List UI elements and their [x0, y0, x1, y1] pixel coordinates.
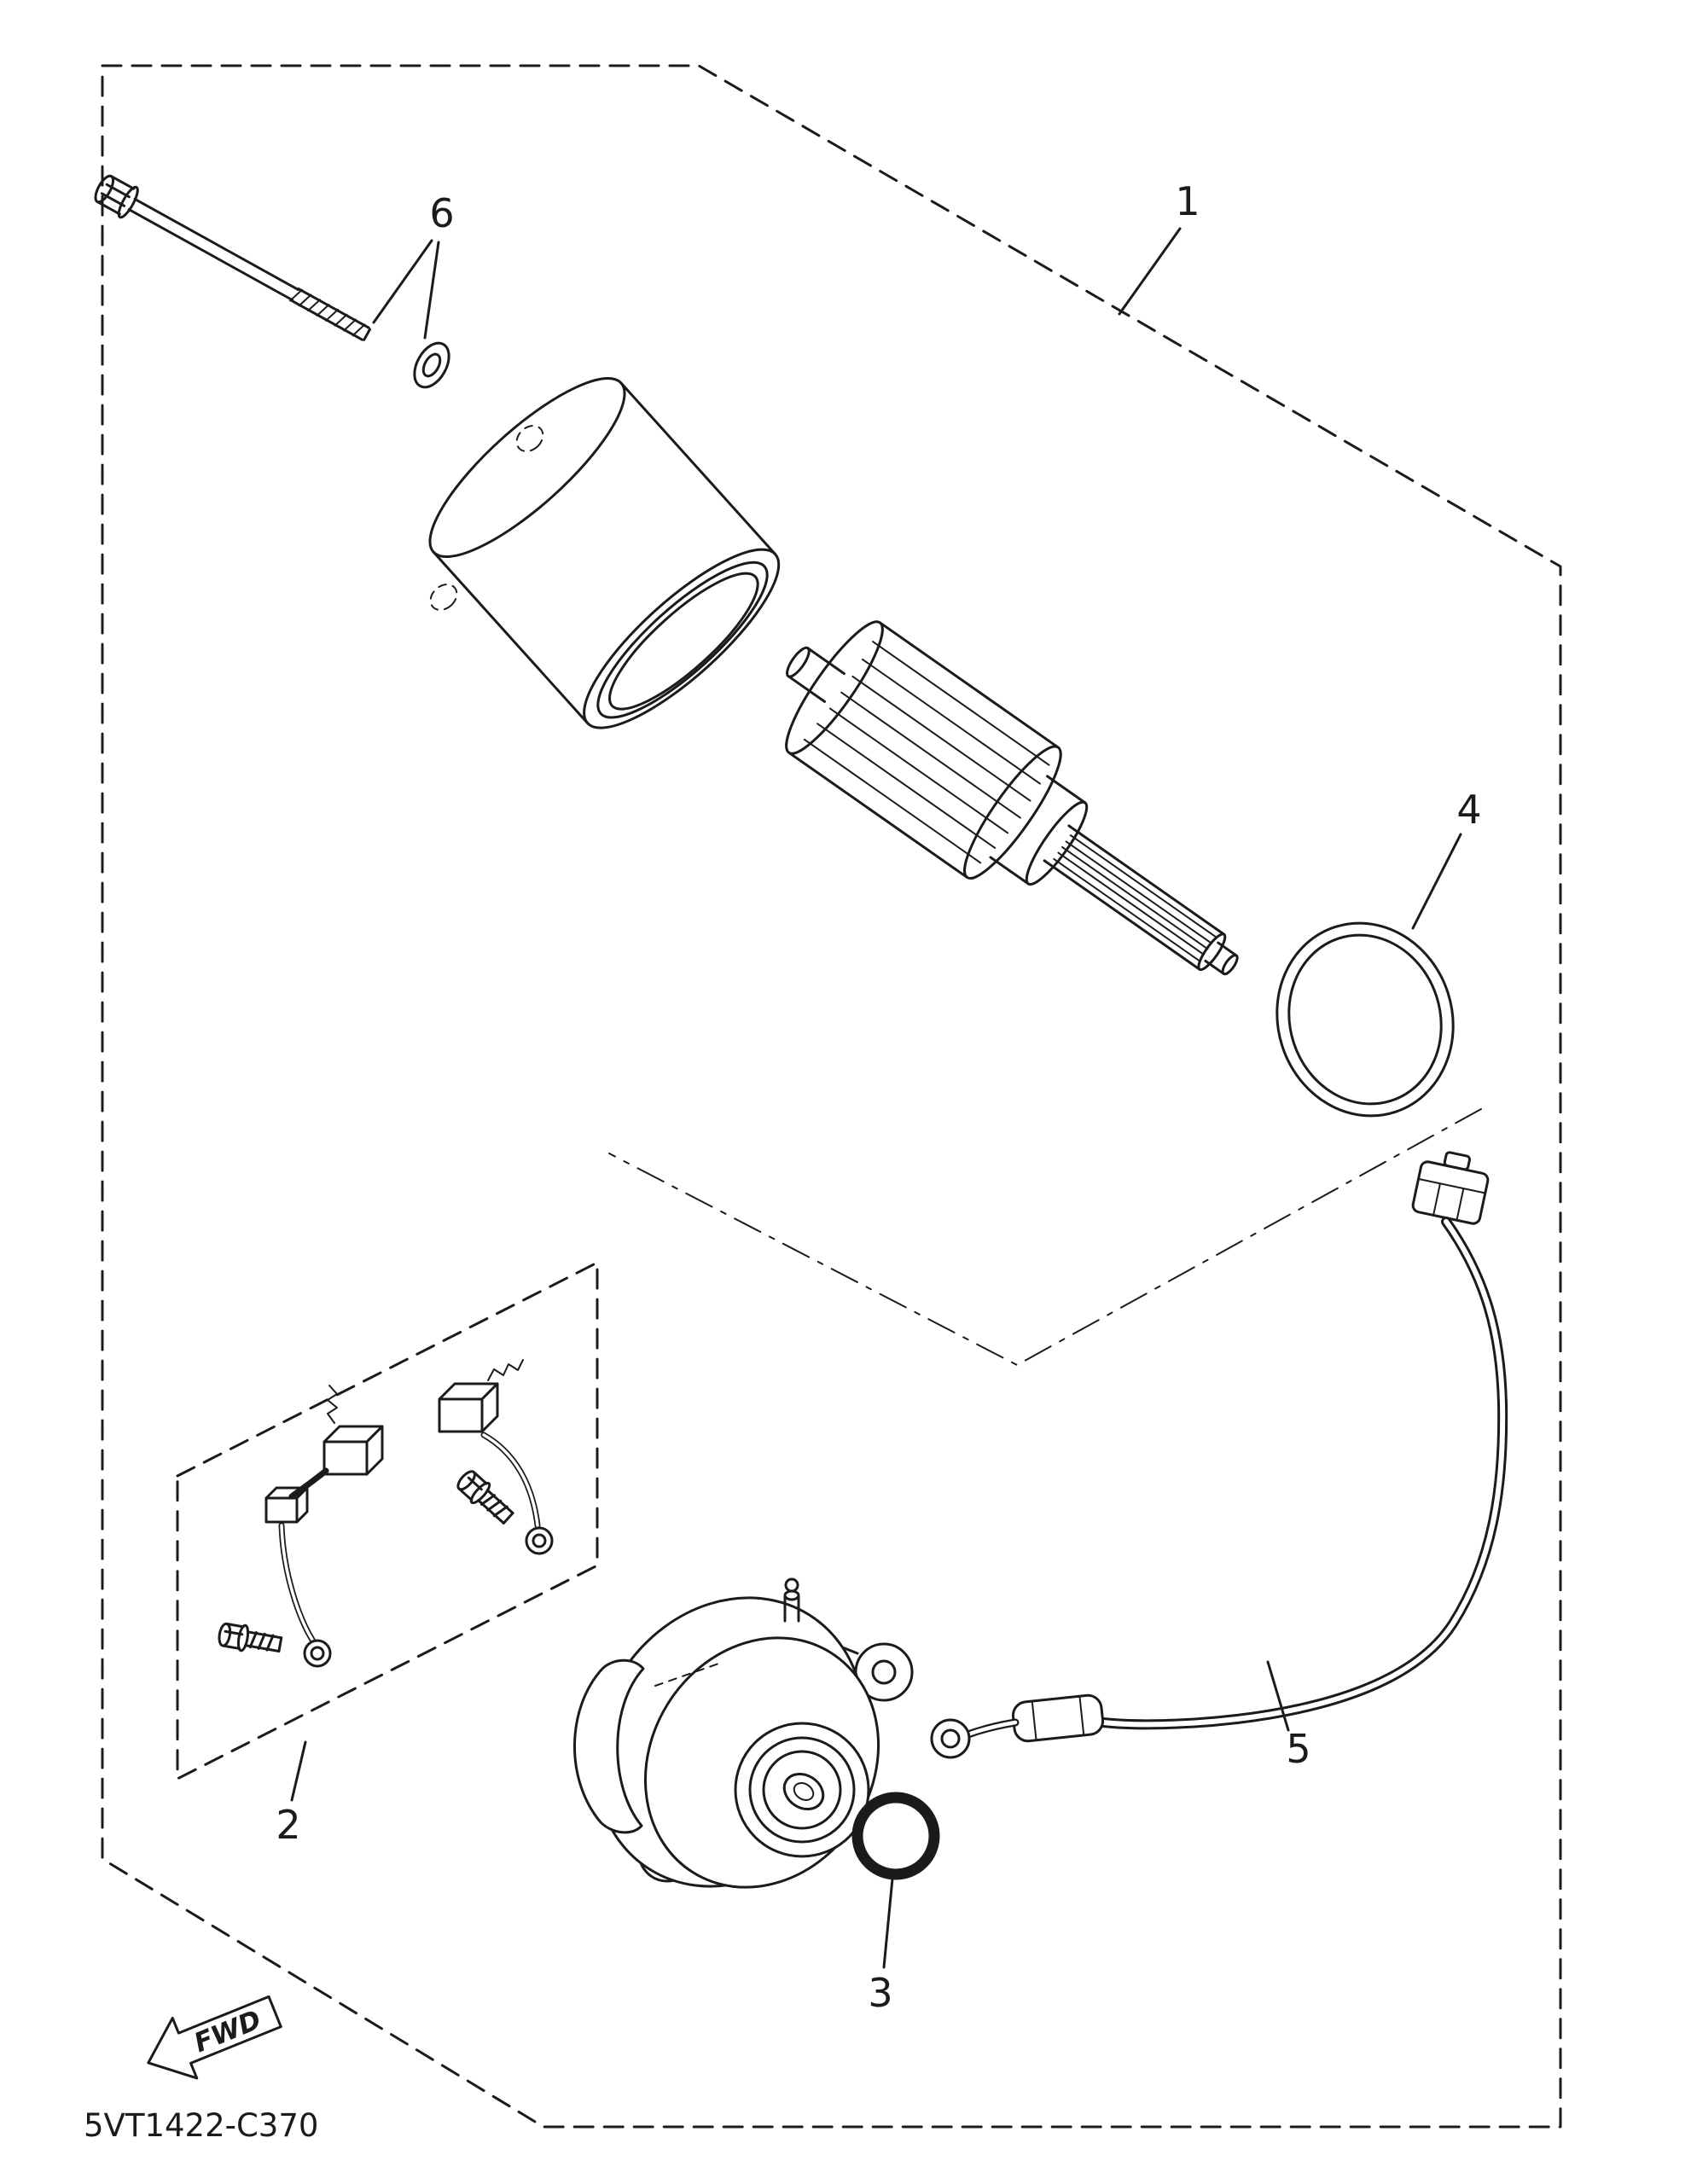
- assembly-boundary: [101, 64, 1562, 2129]
- callout-6: 6: [429, 190, 454, 236]
- drawing-number: 5VT1422-C370: [84, 2107, 318, 2144]
- brush-set-boundary: [176, 1261, 599, 1780]
- callout-2: 2: [276, 1802, 300, 1848]
- connector: [1411, 1151, 1490, 1225]
- brush-set: 2: [176, 1261, 599, 1848]
- lead-wire: [1098, 1217, 1508, 1730]
- callout-3: 3: [868, 1970, 892, 2016]
- brush-screw-1: [216, 1619, 284, 1658]
- callout-5: 5: [1286, 1726, 1310, 1772]
- yoke-housing: [428, 376, 781, 729]
- armature: [785, 620, 1239, 976]
- brush-terminal: [264, 1486, 309, 1524]
- brush-2-spring: [487, 1359, 524, 1381]
- washer: [413, 341, 450, 389]
- callout-6-leader-bolt: [372, 239, 433, 324]
- brush-1: [323, 1385, 384, 1476]
- brush-eyelet-2: [525, 1526, 554, 1555]
- callout-4-leader: [1411, 833, 1462, 930]
- mount-bolt: [94, 174, 372, 341]
- o-ring-small: [851, 1792, 940, 1880]
- fwd-arrow: FWD: [147, 1995, 282, 2080]
- callout-1-leader: [1118, 227, 1182, 316]
- yoke-hole-1: [515, 425, 544, 452]
- brush-1-lead-b: [278, 1522, 316, 1643]
- wire-boot: [1011, 1693, 1105, 1743]
- brush-2: [438, 1359, 524, 1433]
- pivot-pin: [783, 1577, 800, 1623]
- center-line: [608, 1108, 1482, 1366]
- brush-eyelet-1: [303, 1639, 332, 1668]
- front-bracket-assembly: [573, 1577, 914, 1889]
- yoke-hole-2: [429, 584, 458, 611]
- fwd-arrow-shape: [147, 1995, 282, 2080]
- brush-1-spring: [327, 1385, 338, 1424]
- callout-1: 1: [1175, 178, 1200, 224]
- clutch-bracket: [573, 1658, 645, 1834]
- brush-1-lead-a: [288, 1467, 329, 1500]
- callout-5-leader: [1266, 1660, 1290, 1732]
- callout-3-leader: [882, 1877, 894, 1969]
- o-ring-large: [1276, 921, 1455, 1118]
- ring-terminal: [930, 1718, 971, 1759]
- callout-2-leader: [290, 1740, 307, 1802]
- brush-screw-2: [452, 1466, 519, 1530]
- callout-4: 4: [1456, 787, 1481, 833]
- callout-6-leader-washer: [423, 241, 440, 340]
- lead-wire-assembly: 5: [930, 1151, 1508, 1772]
